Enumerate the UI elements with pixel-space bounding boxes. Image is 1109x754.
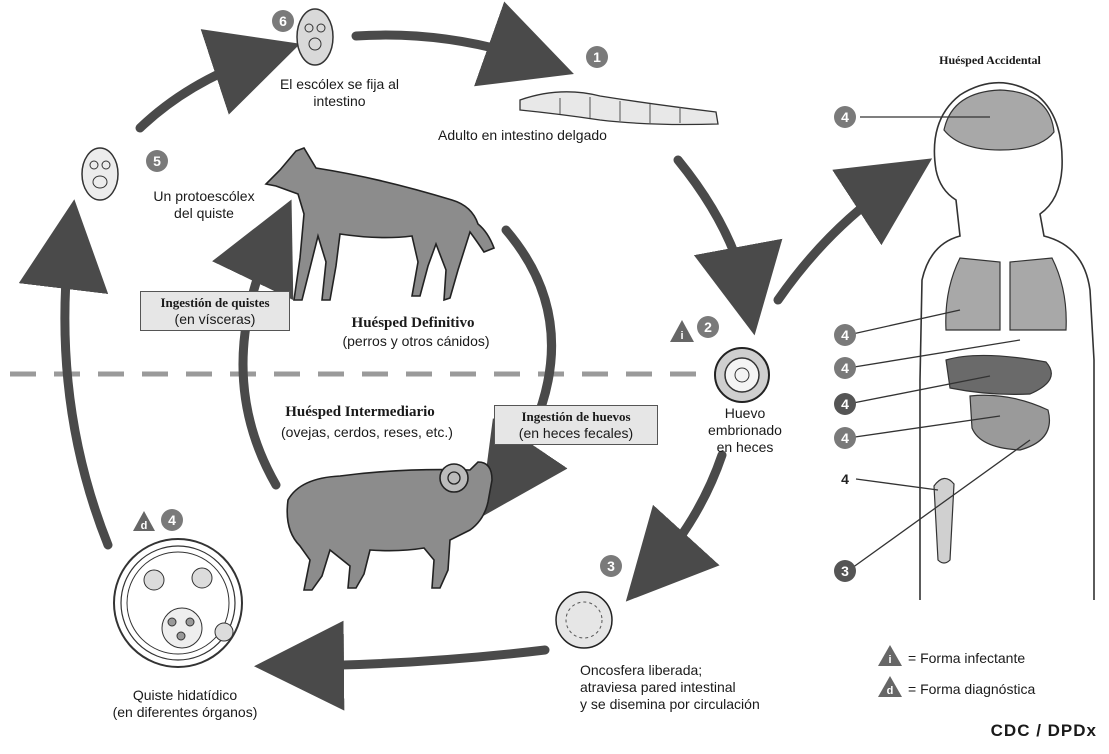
intermediate-host-title: Huésped Intermediario (246, 404, 474, 421)
brain (944, 90, 1054, 150)
svg-text:4: 4 (841, 327, 849, 343)
legend-infective-icon: i (878, 645, 902, 666)
svg-text:4: 4 (841, 109, 849, 125)
organ-badge-intestine: 4 (834, 427, 856, 449)
oncosphere-icon (556, 592, 612, 648)
step-4-badge: 4 (161, 509, 183, 531)
svg-text:4: 4 (841, 396, 849, 412)
arrow-egg-ingestion (500, 230, 552, 488)
step-4-label: Quiste hidatídico (en diferentes órganos… (75, 687, 295, 721)
arrow-3-to-4 (290, 650, 545, 666)
organ-badge-3: 3 (834, 560, 856, 582)
step-3-badge: 3 (600, 555, 622, 577)
svg-text:5: 5 (153, 153, 161, 169)
step-2-badge: 2 (697, 316, 719, 338)
step-1-label: Adulto en intestino delgado (400, 127, 645, 144)
step-5-badge: 5 (146, 150, 168, 172)
svg-text:6: 6 (279, 13, 287, 29)
step-2-label: Huevo embrionado en heces (700, 405, 790, 456)
cyst-ingestion-box: Ingestión de quistes (en vísceras) (140, 291, 290, 331)
step-5-label: Un protoescólex del quiste (124, 188, 284, 222)
egg-ingestion-box: Ingestión de huevos (en heces fecales) (494, 405, 658, 445)
svg-text:1: 1 (593, 49, 601, 65)
svg-text:4: 4 (841, 360, 849, 376)
source-credit: CDC / DPDx (991, 721, 1097, 741)
organ-badge-brain: 4 (834, 106, 856, 128)
definitive-host-subtitle: (perros y otros cánidos) (302, 333, 530, 350)
egg-ingestion-subtitle: (en heces fecales) (501, 425, 651, 442)
organ-badges: 4 4 4 4 4 4 3 (834, 106, 856, 582)
dog-illustration (266, 148, 494, 300)
legend-diagnostic-icon: d (878, 676, 902, 697)
svg-text:i: i (680, 330, 683, 342)
organ-label-bone: 4 (841, 471, 849, 487)
svg-text:4: 4 (168, 512, 176, 528)
step-3-label: Oncosfera liberada; atraviesa pared inte… (580, 662, 850, 713)
adult-worm-icon (520, 92, 718, 125)
femur (934, 478, 954, 563)
organ-badge-lung: 4 (834, 324, 856, 346)
infective-icon: i (670, 320, 694, 342)
arrow-5-to-6 (140, 55, 266, 128)
svg-text:3: 3 (607, 558, 615, 574)
definitive-host-title: Huésped Definitivo (318, 315, 508, 332)
cyst-ingestion-title: Ingestión de quistes (147, 294, 283, 311)
svg-text:2: 2 (704, 319, 712, 335)
step-6-label: El escólex se fija al intestino (252, 76, 427, 110)
diagnostic-icon: d (133, 511, 155, 532)
svg-text:i: i (888, 654, 891, 666)
lungs (946, 258, 1066, 330)
arrow-1-to-2 (678, 160, 748, 300)
intermediate-host-subtitle: (ovejas, cerdos, reses, etc.) (242, 424, 492, 441)
accidental-host-title: Huésped Accidental (905, 52, 1075, 69)
organ-badge-lung-2: 4 (834, 357, 856, 379)
cyst-ingestion-subtitle: (en vísceras) (147, 311, 283, 328)
human-silhouette (920, 83, 1094, 600)
sheep-illustration (287, 462, 492, 590)
legend-diagnostic-label: = Forma diagnóstica (908, 681, 1098, 698)
embryonated-egg-icon (715, 348, 769, 402)
svg-text:3: 3 (841, 563, 849, 579)
hydatid-cyst-icon (114, 539, 242, 667)
arrow-2-to-3 (650, 455, 722, 575)
scolex-icon (297, 9, 333, 65)
egg-ingestion-title: Ingestión de huevos (501, 408, 651, 425)
protoscolex-icon (82, 148, 118, 200)
arrow-6-to-1 (356, 35, 540, 62)
svg-text:4: 4 (841, 430, 849, 446)
svg-text:d: d (887, 685, 894, 697)
arrow-2-to-accidental (778, 178, 902, 300)
organ-badge-liver: 4 (834, 393, 856, 415)
svg-text:d: d (141, 520, 148, 532)
intestine (970, 395, 1049, 450)
liver (946, 355, 1051, 394)
legend-infective-label: = Forma infectante (908, 650, 1098, 667)
arrow-cyst-ingestion (243, 232, 276, 485)
step-6-badge: 6 (272, 10, 294, 32)
step-1-badge: 1 (586, 46, 608, 68)
arrow-4-to-5 (65, 235, 108, 545)
